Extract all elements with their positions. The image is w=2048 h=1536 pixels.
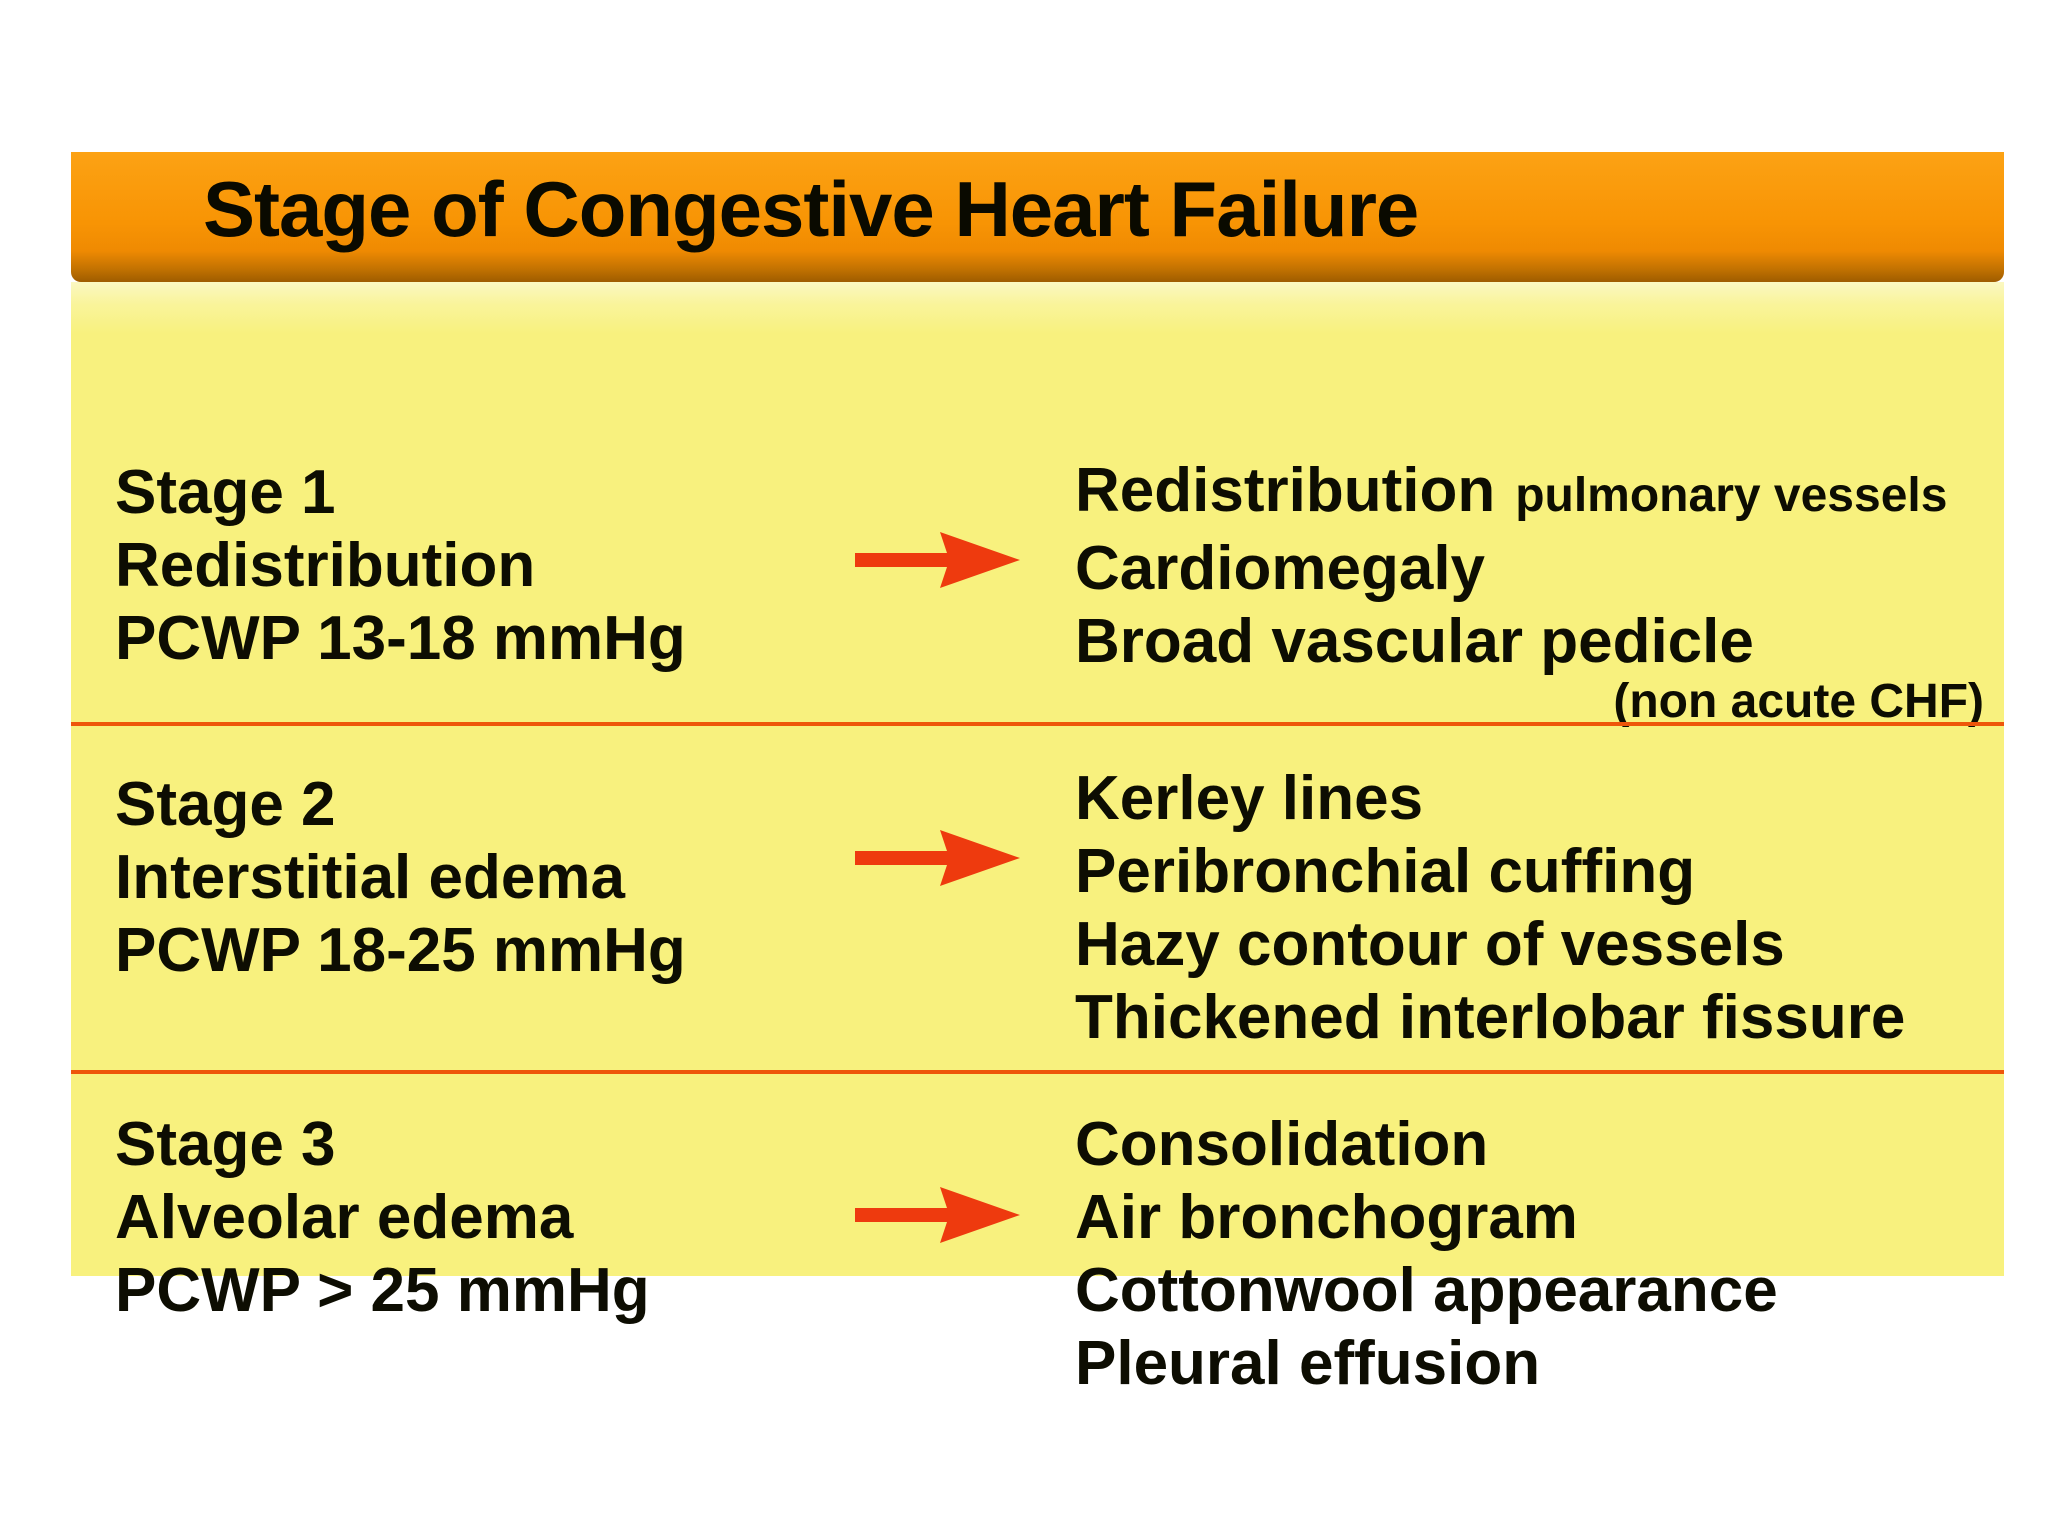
- finding-item: Thickened interlobar fissure: [1075, 983, 1906, 1052]
- stage-2-left-column: Stage 2 Interstitial edema PCWP 18-25 mm…: [115, 768, 686, 987]
- chf-slide: Stage of Congestive Heart Failure Stage …: [71, 152, 2004, 1398]
- finding-item: Kerley lines: [1075, 764, 1424, 833]
- finding-note-text: pulmonary vessels: [1515, 469, 1948, 522]
- stage-1-findings: Redistribution pulmonary vessels Cardiome…: [1075, 454, 1947, 678]
- stage-3-pathology: Alveolar edema: [115, 1183, 574, 1252]
- finding-item: Cardiomegaly: [1075, 534, 1486, 603]
- stage-3-findings: Consolidation Air bronchogram Cottonwool…: [1075, 1108, 1778, 1400]
- arrow-icon: [855, 1185, 1021, 1245]
- arrow-icon: [855, 828, 1021, 888]
- stage-1-left-column: Stage 1 Redistribution PCWP 13-18 mmHg: [115, 456, 686, 675]
- stage-divider: [71, 722, 2004, 726]
- finding-item: Peribronchial cuffing: [1075, 837, 1696, 906]
- arrow-icon: [855, 530, 1021, 590]
- finding-item: Broad vascular pedicle: [1075, 607, 1754, 676]
- finding-item: Cottonwool appearance: [1075, 1256, 1778, 1325]
- slide-body-panel: Stage 1 Redistribution PCWP 13-18 mmHg R…: [71, 282, 2004, 1398]
- stage-2-findings: Kerley lines Peribronchial cuffing Hazy …: [1075, 762, 1905, 1054]
- stage-divider: [71, 1070, 2004, 1074]
- finding-item: Consolidation: [1075, 1110, 1489, 1179]
- stage-1-pathology: Redistribution: [115, 531, 536, 600]
- slide-header: Stage of Congestive Heart Failure: [71, 152, 2004, 282]
- finding-item: Pleural effusion: [1075, 1329, 1541, 1398]
- stage-1-footnote: (non acute CHF): [1613, 675, 1984, 728]
- stage-1-pcwp: PCWP 13-18 mmHg: [115, 604, 686, 673]
- slide-title: Stage of Congestive Heart Failure: [203, 164, 1419, 253]
- finding-item: Hazy contour of vessels: [1075, 910, 1785, 979]
- stage-2-pcwp: PCWP 18-25 mmHg: [115, 916, 686, 985]
- stage-3-label: Stage 3: [115, 1110, 336, 1179]
- finding-item: Air bronchogram: [1075, 1183, 1578, 1252]
- stage-3-left-column: Stage 3 Alveolar edema PCWP > 25 mmHg: [115, 1108, 650, 1327]
- stage-2-pathology: Interstitial edema: [115, 843, 625, 912]
- stage-1-label: Stage 1: [115, 458, 336, 527]
- finding-main-text: Redistribution: [1075, 456, 1496, 525]
- finding-item: Redistribution pulmonary vessels: [1075, 454, 1947, 532]
- stage-2-label: Stage 2: [115, 770, 336, 839]
- stage-3-pcwp: PCWP > 25 mmHg: [115, 1256, 650, 1325]
